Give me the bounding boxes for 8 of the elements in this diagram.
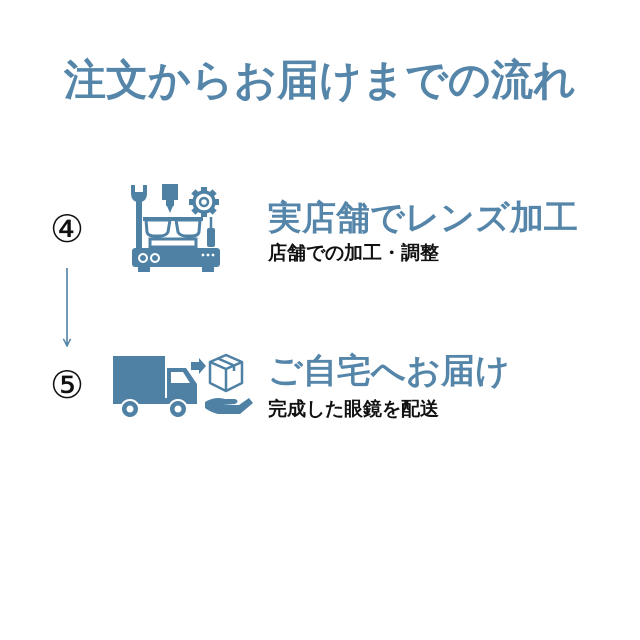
step-description: 完成した眼鏡を配送 [268,397,439,421]
step-description: 店舗での加工・調整 [268,241,439,265]
title: 注文からお届けまでの流れ [64,54,576,106]
step-number: ④ [44,206,90,252]
step-number: ⑤ [44,362,90,408]
arrow [62,268,72,347]
step-title: 実店舗でレンズ加工 [268,197,578,239]
step-title: ご自宅へお届け [268,350,510,392]
